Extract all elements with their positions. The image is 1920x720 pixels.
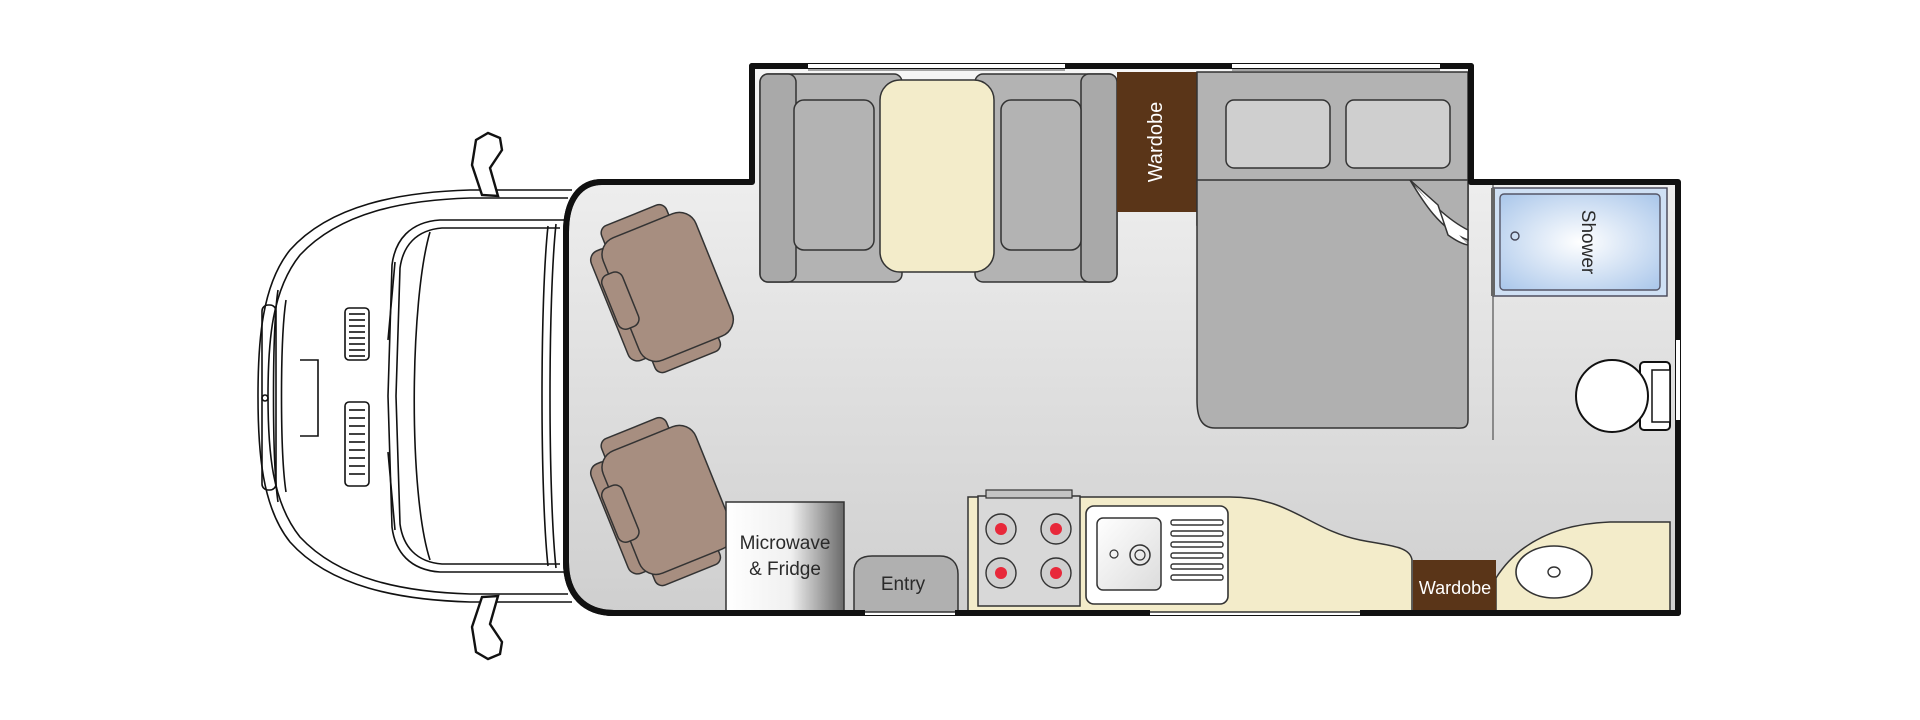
entry-step: Entry [853, 555, 959, 613]
shower-drain-icon [1510, 231, 1520, 241]
bed [1196, 71, 1469, 429]
kitchen-counter [967, 489, 1413, 613]
mirror-top-icon [470, 131, 504, 198]
tap-icon [1109, 549, 1119, 559]
pillow-right [1345, 99, 1451, 169]
shower-label: Shower [1577, 210, 1598, 275]
shower: Shower [1491, 187, 1668, 297]
wardrobe-top: Wardobe [1117, 72, 1197, 212]
wardrobe-bottom-label: Wardobe [1419, 578, 1491, 598]
drainer-ridges [1170, 519, 1224, 581]
entry-label: Entry [881, 574, 926, 595]
armchair-bottom [589, 416, 735, 587]
microwave-fridge: Microwave & Fridge [725, 501, 845, 613]
vehicle-cab [257, 170, 572, 622]
mirror-bottom-icon [470, 594, 504, 661]
dinette [759, 73, 1118, 283]
microwave-label-line1: Microwave [740, 533, 831, 554]
wardrobe-top-label: Wardobe [1145, 102, 1167, 182]
toilet [1575, 359, 1671, 433]
dinette-table [879, 79, 995, 273]
microwave-label-line2: & Fridge [749, 559, 821, 580]
bathroom-vanity [1495, 521, 1671, 614]
exterior-wall-outline [563, 63, 1681, 616]
pillow-left [1225, 99, 1331, 169]
armchair-top [589, 203, 735, 374]
wardrobe-bottom: Wardobe [1413, 560, 1496, 612]
cooktop [977, 495, 1081, 607]
burner-icon [985, 513, 1072, 589]
basin [1515, 545, 1593, 599]
